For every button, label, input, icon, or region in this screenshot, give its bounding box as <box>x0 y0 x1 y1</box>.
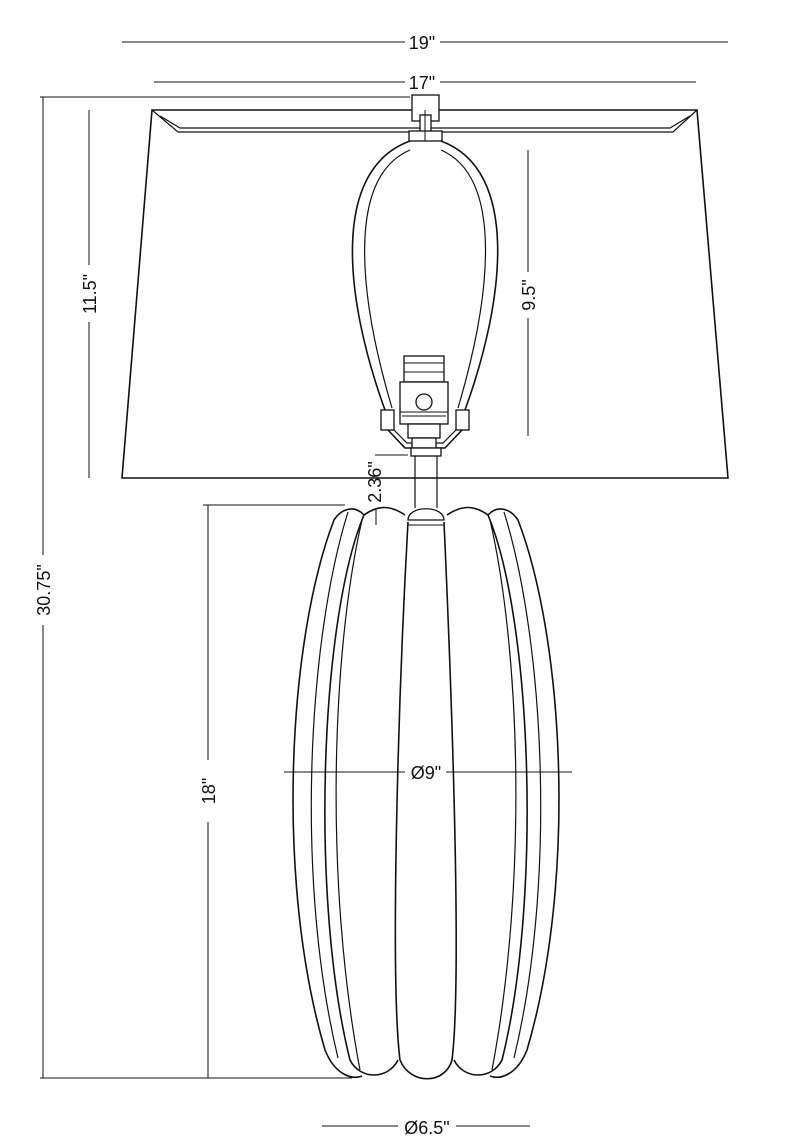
socket <box>399 355 449 449</box>
finial <box>408 94 443 142</box>
dim-18-line <box>203 504 345 1078</box>
dim-30-75-line <box>40 96 410 1079</box>
dim-6-5-label: Ø6.5" <box>404 1118 449 1138</box>
dim-11-5-label: 11.5" <box>80 274 100 314</box>
dim-2-36-line <box>375 454 408 525</box>
dim-2-36-label: 2.36" <box>365 461 385 502</box>
dim-9-label: Ø9" <box>411 763 441 783</box>
lamp-base <box>292 506 560 1080</box>
lamp-neck <box>407 447 445 526</box>
switch-knob-icon <box>415 393 433 411</box>
dim-18-label: 18" <box>199 778 219 804</box>
dim-17-label: 17" <box>409 73 435 93</box>
dim-9-5-label: 9.5" <box>519 279 539 310</box>
dim-19-label: 19" <box>409 33 435 53</box>
dim-30-75-label: 30.75" <box>34 564 54 615</box>
